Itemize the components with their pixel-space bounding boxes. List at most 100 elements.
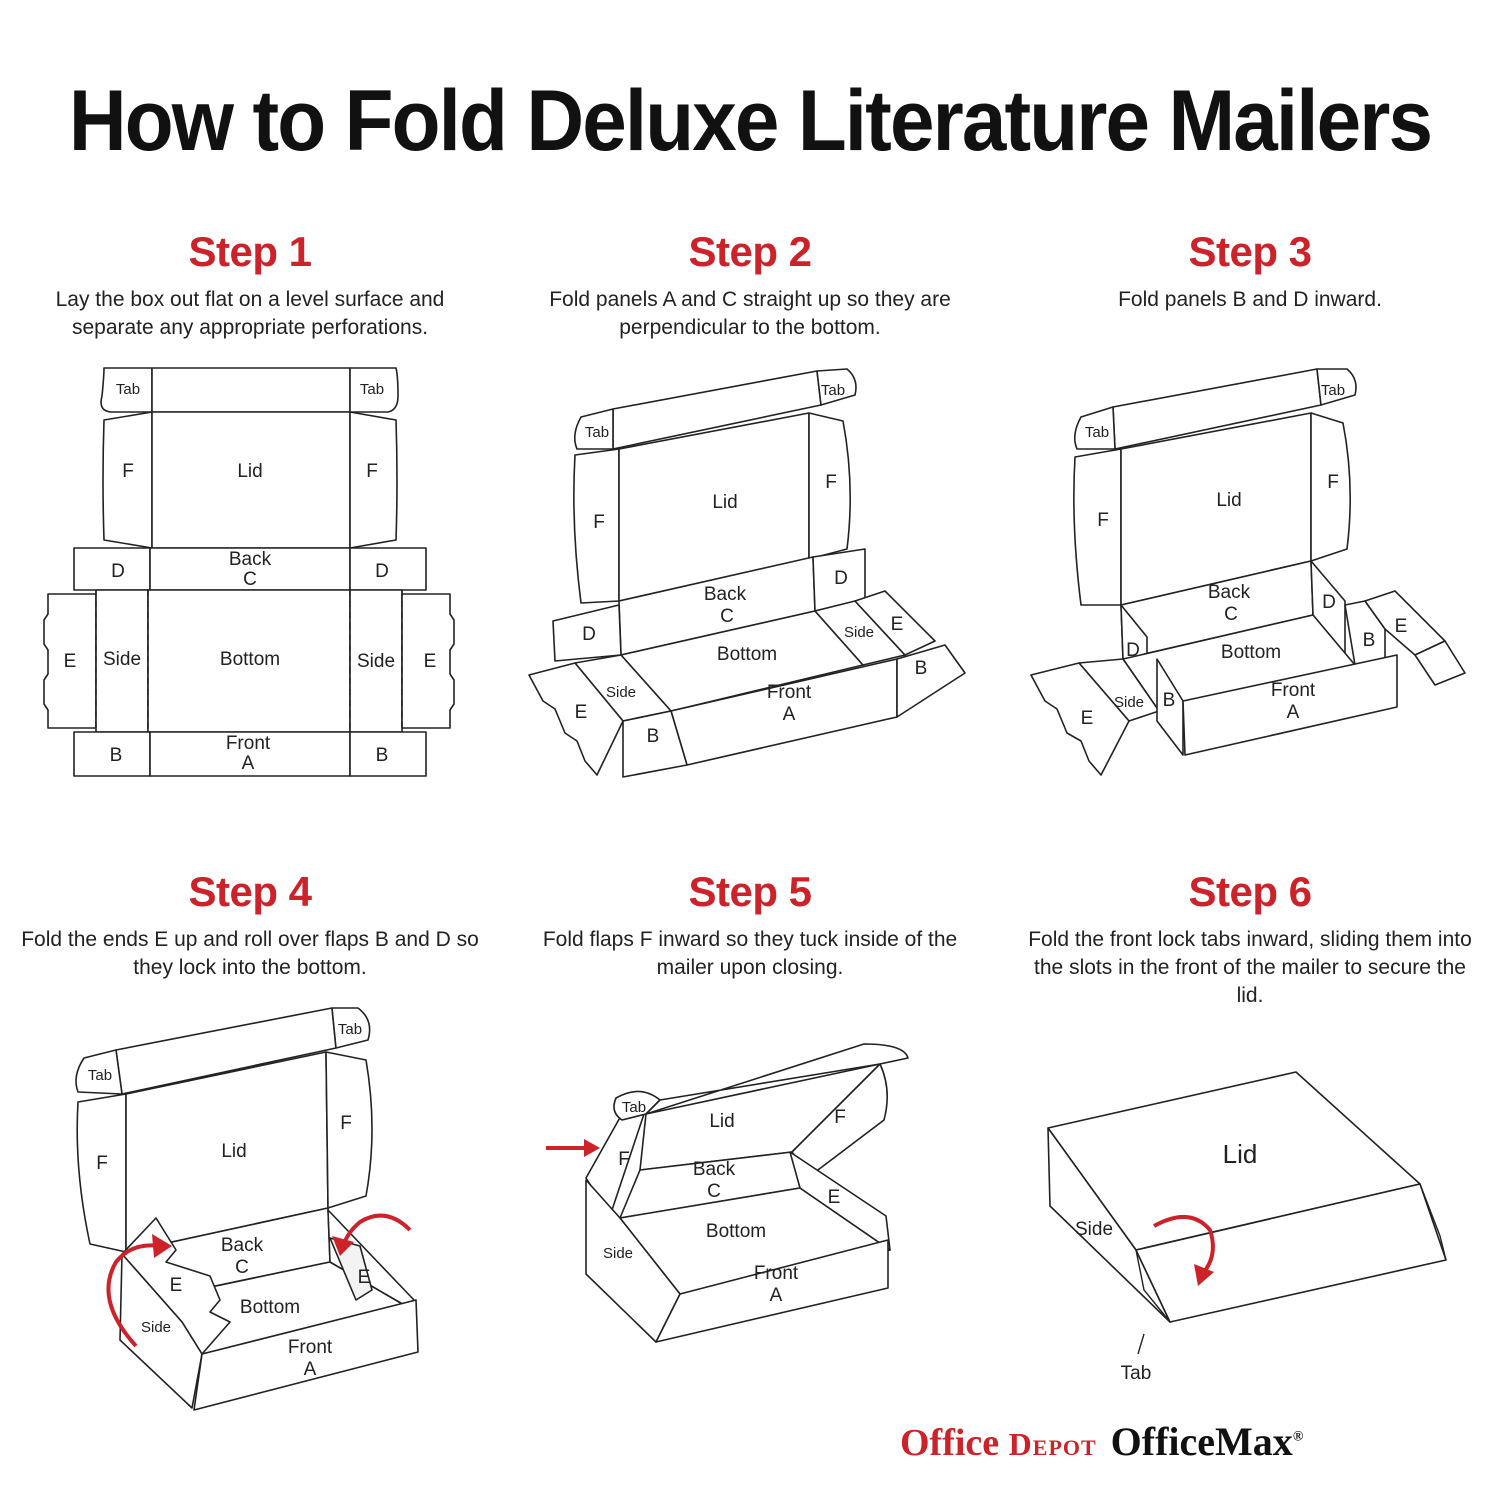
f-label: F — [834, 1107, 846, 1128]
e-label: E — [575, 702, 588, 723]
tab-panel — [331, 1007, 371, 1049]
step-heading: Step 2 — [688, 228, 812, 275]
side-label: Side — [357, 651, 395, 672]
e-label: E — [828, 1187, 841, 1208]
f-label: F — [1097, 510, 1109, 531]
e-label: E — [358, 1267, 371, 1288]
c-label: C — [720, 606, 734, 627]
step-3-diagram: Tab Tab F Lid F Back C D D Bottom B E Si… — [1025, 365, 1475, 785]
lid-label: Lid — [1216, 490, 1241, 511]
e-flap — [1030, 662, 1130, 776]
b-flap — [73, 731, 151, 777]
step-description: Fold the ends E up and roll over flaps B… — [21, 928, 479, 979]
front-label: Front — [288, 1337, 333, 1358]
lid-flap-top — [151, 367, 351, 413]
b-flap — [622, 710, 688, 778]
d-label: D — [582, 624, 596, 645]
b-flap — [1344, 600, 1386, 666]
side-label: Side — [1075, 1219, 1113, 1240]
a-label: A — [242, 753, 255, 774]
front-label: Front — [767, 682, 812, 703]
tab-label: Tab — [1321, 382, 1345, 399]
side-label: Side — [844, 624, 874, 641]
step-description: Fold the front lock tabs inward, sliding… — [1028, 928, 1472, 1007]
front-panel — [1182, 654, 1398, 756]
step-heading: Step 6 — [1188, 868, 1312, 915]
step-heading: Step 3 — [1188, 228, 1312, 275]
front-panel — [655, 1239, 889, 1343]
brand-logos: Office Depot OfficeMax® — [900, 1418, 1460, 1465]
step-heading: Step 1 — [188, 228, 312, 275]
step-5: Step 5 Fold flaps F inward so they tuck … — [500, 868, 1000, 982]
bottom-label: Bottom — [240, 1297, 300, 1318]
a-label: A — [304, 1359, 317, 1380]
e-label: E — [64, 651, 77, 672]
front-label: Front — [226, 733, 271, 754]
f-label: F — [96, 1153, 108, 1174]
f-label: F — [366, 461, 378, 482]
step-2: Step 2 Fold panels A and C straight up s… — [500, 228, 1000, 342]
b-flap — [896, 644, 966, 718]
bottom-label: Bottom — [220, 649, 280, 670]
b-flap — [1156, 658, 1184, 756]
step-heading: Step 5 — [688, 868, 812, 915]
office-depot-logo: Office Depot — [900, 1422, 1097, 1464]
lid-label: Lid — [237, 461, 262, 482]
tab-label: Tab — [338, 1021, 362, 1038]
side-label: Side — [103, 649, 141, 670]
b-label: B — [1163, 690, 1176, 711]
back-label: Back — [1208, 582, 1251, 603]
d-label: D — [111, 561, 125, 582]
side-label: Side — [141, 1319, 171, 1336]
step-6-diagram: Lid Side Tab — [1040, 1060, 1460, 1400]
tab-label: Tab — [116, 381, 140, 398]
f-label: F — [122, 461, 134, 482]
officemax-logo: OfficeMax® — [1110, 1419, 1304, 1464]
d-flap — [73, 547, 151, 591]
f-flap — [349, 411, 398, 549]
tab-panel — [1073, 406, 1116, 450]
e-label: E — [891, 614, 904, 635]
f-flap — [102, 411, 153, 549]
d-label: D — [834, 568, 848, 589]
b-label: B — [376, 745, 389, 766]
step-6: Step 6 Fold the front lock tabs inward, … — [1000, 868, 1500, 1010]
d-label: D — [1322, 592, 1336, 613]
c-label: C — [707, 1181, 721, 1202]
back-label: Back — [693, 1159, 736, 1180]
e-flap — [1414, 640, 1466, 686]
d-label: D — [1126, 640, 1140, 661]
lid-label: Lid — [221, 1141, 246, 1162]
step-5-diagram: Tab F Lid F Back C Bottom E Side Front A — [540, 1040, 920, 1350]
tab-panel — [1316, 368, 1357, 406]
f-flap — [1310, 412, 1351, 562]
f-flap — [325, 1051, 373, 1209]
f-flap — [808, 412, 851, 560]
side-label: Side — [1114, 694, 1144, 711]
step-4: Step 4 Fold the ends E up and roll over … — [0, 868, 500, 982]
lid-label: Lid — [712, 492, 737, 513]
step-1: Step 1 Lay the box out flat on a level s… — [0, 228, 500, 342]
bottom-panel — [147, 589, 351, 733]
f-flap — [76, 1093, 127, 1253]
tab-panel — [573, 408, 614, 450]
tab-label: Tab — [1121, 1363, 1152, 1384]
page-title: How to Fold Deluxe Literature Mailers — [68, 73, 1433, 169]
side-panel — [95, 589, 149, 733]
b-flap — [349, 731, 427, 777]
step-description: Lay the box out flat on a level surface … — [55, 288, 445, 339]
f-label: F — [618, 1149, 630, 1170]
e-label: E — [424, 651, 437, 672]
e-flap — [854, 590, 936, 656]
step-1-diagram: Tab Tab F Lid F D Back C D E Side Bottom… — [40, 360, 460, 790]
side-panel — [349, 589, 403, 733]
tab-label: Tab — [622, 1099, 646, 1116]
tab-panel — [75, 1049, 123, 1095]
front-label: Front — [754, 1263, 799, 1284]
lid-label: Lid — [709, 1111, 734, 1132]
tab-label: Tab — [821, 382, 845, 399]
e-label: E — [1081, 708, 1094, 729]
e-label: E — [1395, 616, 1408, 637]
step-2-diagram: Tab Tab F Lid F Back C D D Bottom Side E… — [525, 365, 975, 785]
b-label: B — [1363, 630, 1376, 651]
